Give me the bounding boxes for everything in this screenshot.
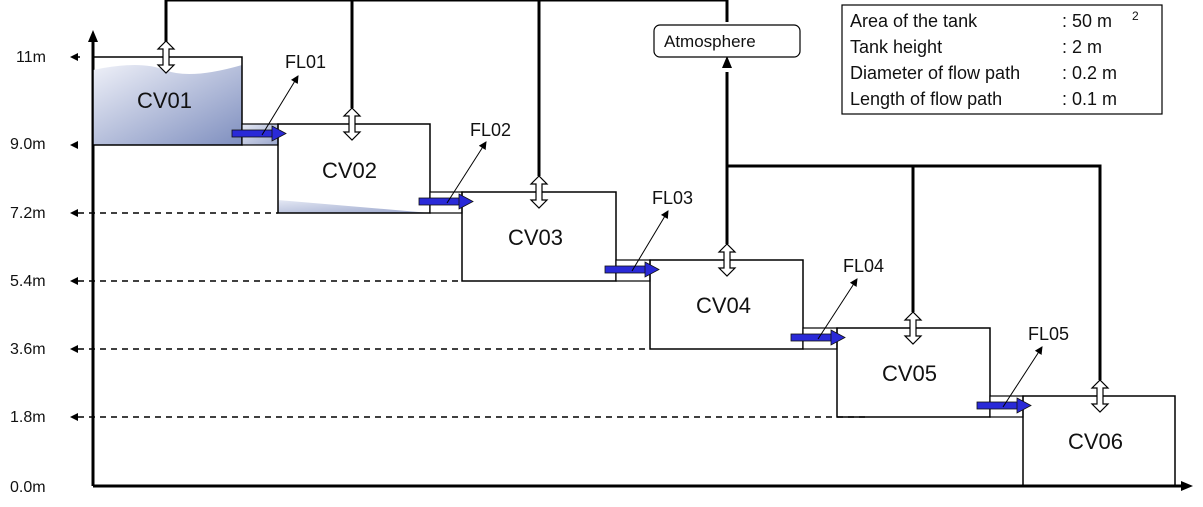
flow-label-fl02: FL02 [470, 120, 511, 140]
tank-cv02-water [278, 200, 430, 213]
level-label-0m: 0.0m [10, 479, 46, 496]
vent-arrow-cv02 [342, 107, 362, 141]
flow-arrow-fl03 [604, 261, 660, 278]
vent-arrows [156, 40, 1110, 413]
info-row-0-label: Area of the tank [850, 11, 978, 31]
level-label-3-6m: 3.6m [10, 341, 46, 358]
y-axis-arrowhead [88, 30, 98, 42]
vent-arrow-cv05 [903, 311, 923, 345]
tank-cv03-label: CV03 [508, 225, 563, 250]
tank-cv06-label: CV06 [1068, 429, 1123, 454]
atmosphere-box: Atmosphere [653, 24, 801, 58]
tank-cv01: CV01 [92, 56, 243, 146]
flow-arrows [231, 125, 1032, 414]
tank-cv04: CV04 [649, 259, 804, 350]
info-row-0-superscript: 2 [1132, 9, 1139, 23]
level-label-9m: 9.0m [10, 136, 46, 153]
flow-arrow-fl01 [231, 125, 287, 142]
atmosphere-label: Atmosphere [664, 32, 756, 51]
vent-arrow-cv01 [156, 40, 176, 74]
flow-label-fl01: FL01 [285, 52, 326, 72]
tank-cv04-label: CV04 [696, 293, 751, 318]
flow-arrow-fl02 [418, 193, 474, 210]
flow-arrow-fl05 [976, 397, 1032, 414]
tank-cv05-label: CV05 [882, 361, 937, 386]
info-row-2-value: : 0.2 m [1062, 63, 1117, 83]
info-row-0-value: : 50 m [1062, 11, 1112, 31]
tank-cv01-label: CV01 [137, 88, 192, 113]
level-label-1-8m: 1.8m [10, 409, 46, 426]
atm-arrowhead [722, 56, 732, 68]
info-box: Area of the tank : 50 m 2 Tank height : … [841, 4, 1163, 115]
info-row-1-value: : 2 m [1062, 37, 1102, 57]
tank-cv03: CV03 [461, 191, 617, 282]
info-row-3-label: Length of flow path [850, 89, 1002, 109]
info-row-1-label: Tank height [850, 37, 942, 57]
vent-arrow-cv03 [529, 175, 549, 209]
tank-cv02-label: CV02 [322, 158, 377, 183]
level-markers: 11m 9.0m 7.2m 5.4m 3.6m 1.8m 0.0m [10, 49, 866, 496]
flow-path-labels: FL01 FL02 FL03 FL04 FL05 [261, 52, 1069, 408]
flow-arrow-fl04 [790, 329, 846, 346]
level-label-11m: 11m [16, 49, 46, 66]
level-label-7-2m: 7.2m [10, 205, 46, 222]
tank-cv01-water [93, 65, 242, 145]
flow-label-fl04: FL04 [843, 256, 884, 276]
info-row-2-label: Diameter of flow path [850, 63, 1020, 83]
tank-cv02: CV02 [277, 123, 431, 214]
x-axis-arrowhead [1181, 481, 1193, 491]
atmosphere-lines [164, 0, 1102, 380]
vent-arrow-cv06 [1090, 379, 1110, 413]
vent-arrow-cv04 [717, 243, 737, 277]
info-row-3-value: : 0.1 m [1062, 89, 1117, 109]
flow-label-fl03: FL03 [652, 188, 693, 208]
level-label-5-4m: 5.4m [10, 273, 46, 290]
flow-label-fl05: FL05 [1028, 324, 1069, 344]
atm-line-top [164, 0, 729, 54]
